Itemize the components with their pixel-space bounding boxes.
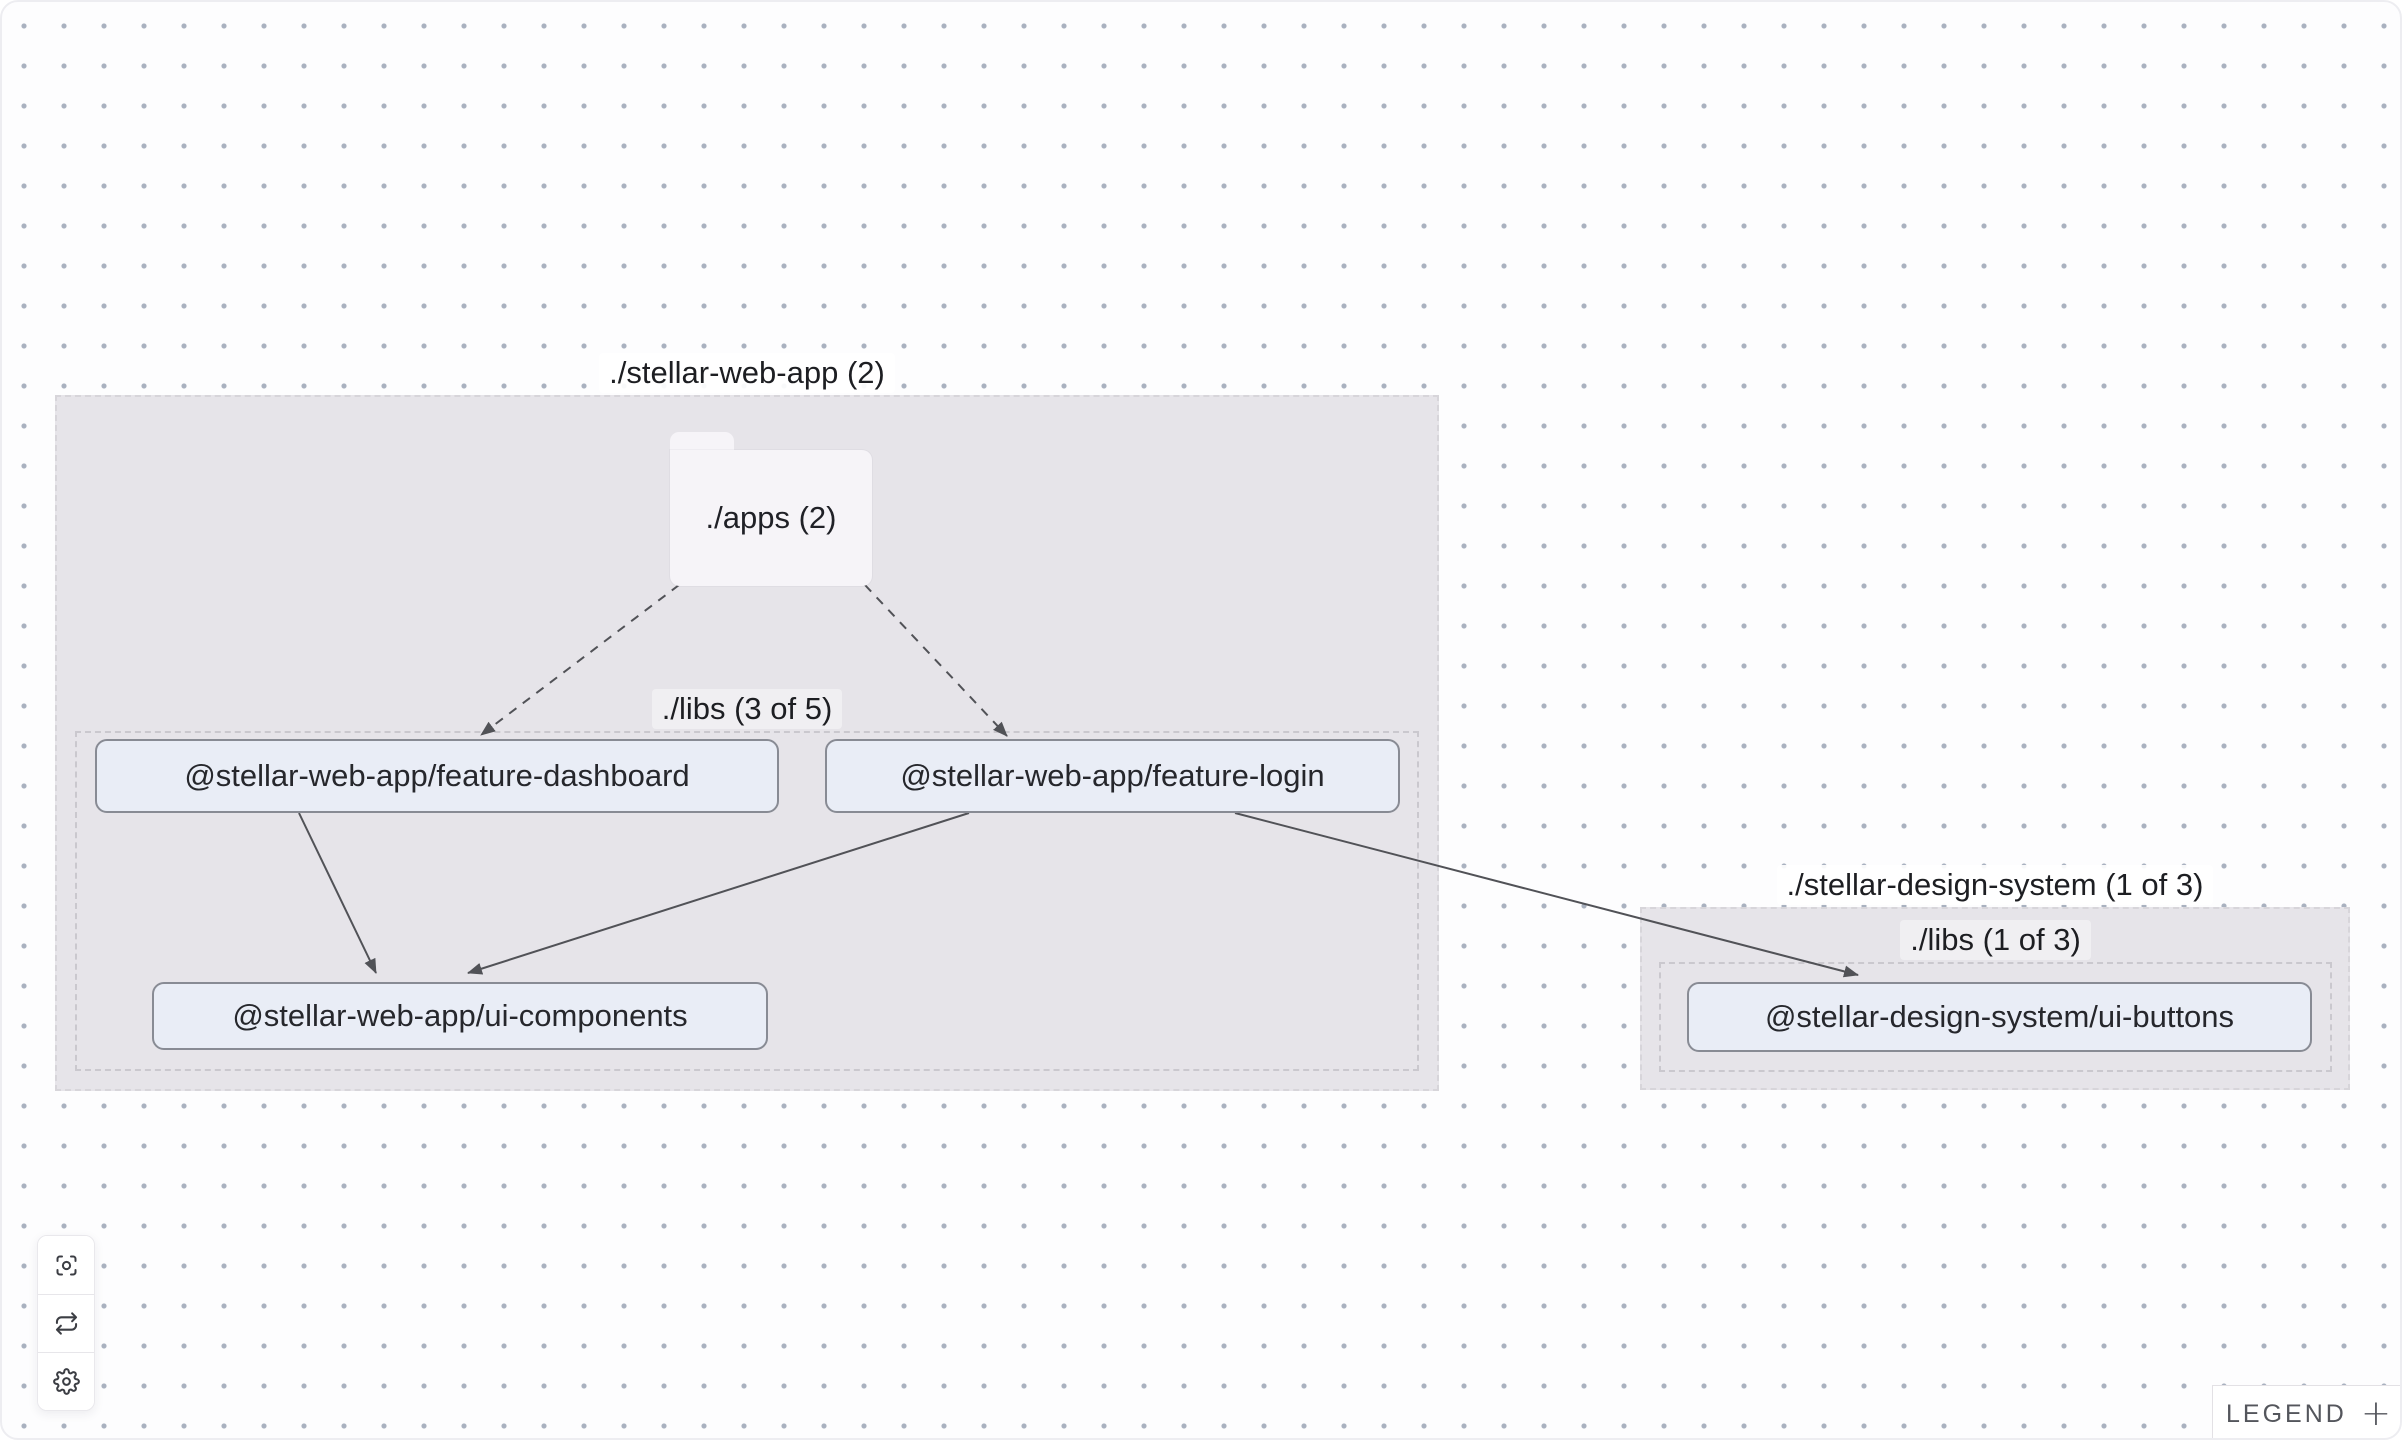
refresh-icon xyxy=(55,1312,77,1335)
group-title-stellar-web-app: ./stellar-web-app (2) xyxy=(55,351,1439,393)
canvas-toolbar xyxy=(37,1235,95,1411)
node-ui-buttons[interactable]: @stellar-design-system/ui-buttons xyxy=(1687,982,2312,1052)
legend-label: LEGEND xyxy=(2226,1399,2347,1428)
node-label: @stellar-web-app/ui-components xyxy=(232,998,688,1033)
plus-icon: + xyxy=(2360,1393,2391,1434)
folder-node-label: ./apps (2) xyxy=(705,500,837,535)
edge-feature-login-to-ui-components xyxy=(467,812,970,975)
refresh-button[interactable] xyxy=(38,1294,94,1352)
focus-icon xyxy=(55,1254,77,1276)
node-label: @stellar-web-app/feature-dashboard xyxy=(184,758,690,793)
folder-node-apps[interactable]: ./apps (2) xyxy=(670,450,872,586)
edge-feature-login-to-ui-buttons xyxy=(1234,812,1859,978)
gear-icon xyxy=(52,1368,80,1395)
node-label: @stellar-web-app/feature-login xyxy=(900,758,1325,793)
legend-toggle-button[interactable]: LEGEND + xyxy=(2212,1385,2400,1438)
edge-apps-to-feature-login xyxy=(864,584,1008,737)
group-title-design-system-libs: ./libs (1 of 3) xyxy=(1659,918,2332,960)
edge-apps-to-feature-dashboard xyxy=(480,584,680,736)
node-ui-components[interactable]: @stellar-web-app/ui-components xyxy=(152,982,768,1050)
edge-feature-dashboard-to-ui-components xyxy=(298,812,377,974)
group-title-web-app-libs: ./libs (3 of 5) xyxy=(75,687,1419,729)
group-title-stellar-design-system: ./stellar-design-system (1 of 3) xyxy=(1640,861,2350,905)
node-feature-login[interactable]: @stellar-web-app/feature-login xyxy=(825,739,1400,813)
node-feature-dashboard[interactable]: @stellar-web-app/feature-dashboard xyxy=(95,739,779,813)
focus-button[interactable] xyxy=(38,1236,94,1294)
settings-button[interactable] xyxy=(38,1352,94,1410)
node-label: @stellar-design-system/ui-buttons xyxy=(1764,999,2235,1034)
